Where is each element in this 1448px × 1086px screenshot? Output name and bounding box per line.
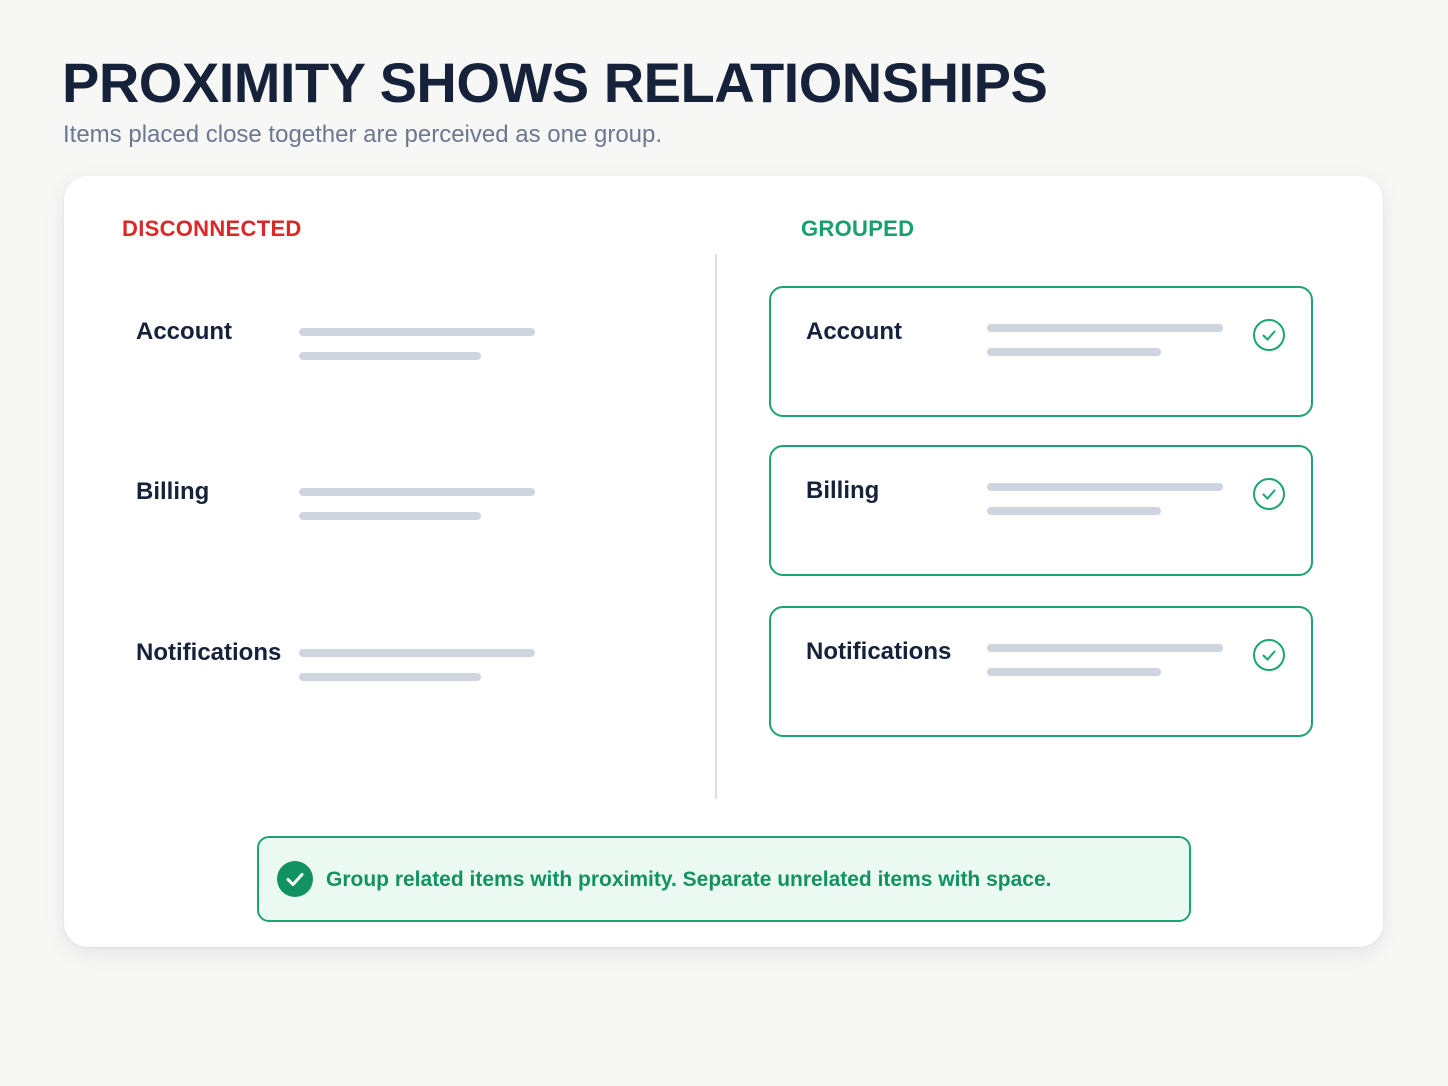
check-circle-icon xyxy=(1253,319,1285,351)
grouped-item-notifications: Notifications xyxy=(769,606,1313,737)
placeholder-line xyxy=(987,483,1223,491)
placeholder-line xyxy=(987,644,1223,652)
placeholder-line xyxy=(987,324,1223,332)
check-circle-icon xyxy=(1253,478,1285,510)
placeholder-line xyxy=(299,649,535,657)
tip-text: Group related items with proximity. Sepa… xyxy=(326,868,1052,891)
disconnected-item-account: Account xyxy=(136,318,556,378)
item-label: Account xyxy=(136,318,232,345)
placeholder-line xyxy=(299,488,535,496)
page-title: PROXIMITY SHOWS RELATIONSHIPS xyxy=(62,51,1048,114)
item-label: Account xyxy=(806,318,902,345)
item-label: Billing xyxy=(136,478,210,505)
grouped-item-billing: Billing xyxy=(769,445,1313,576)
check-circle-icon xyxy=(1253,639,1285,671)
disconnected-item-notifications: Notifications xyxy=(136,639,556,699)
disconnected-heading: DISCONNECTED xyxy=(122,216,302,241)
item-label: Notifications xyxy=(136,639,282,666)
placeholder-line xyxy=(987,668,1161,676)
grouped-item-account: Account xyxy=(769,286,1313,417)
placeholder-line xyxy=(299,352,481,360)
placeholder-line xyxy=(299,328,535,336)
column-divider xyxy=(715,254,717,799)
placeholder-line xyxy=(299,512,481,520)
placeholder-line xyxy=(987,348,1161,356)
item-label: Notifications xyxy=(806,638,952,665)
grouped-heading: GROUPED xyxy=(801,216,915,241)
disconnected-item-billing: Billing xyxy=(136,478,556,538)
placeholder-line xyxy=(987,507,1161,515)
placeholder-line xyxy=(299,673,481,681)
tip-banner: Group related items with proximity. Sepa… xyxy=(257,836,1191,922)
page-subtitle: Items placed close together are perceive… xyxy=(63,121,663,148)
item-label: Billing xyxy=(806,477,880,504)
comparison-card: DISCONNECTED GROUPED Account Billing Not… xyxy=(64,176,1383,947)
check-circle-filled-icon xyxy=(277,861,313,897)
